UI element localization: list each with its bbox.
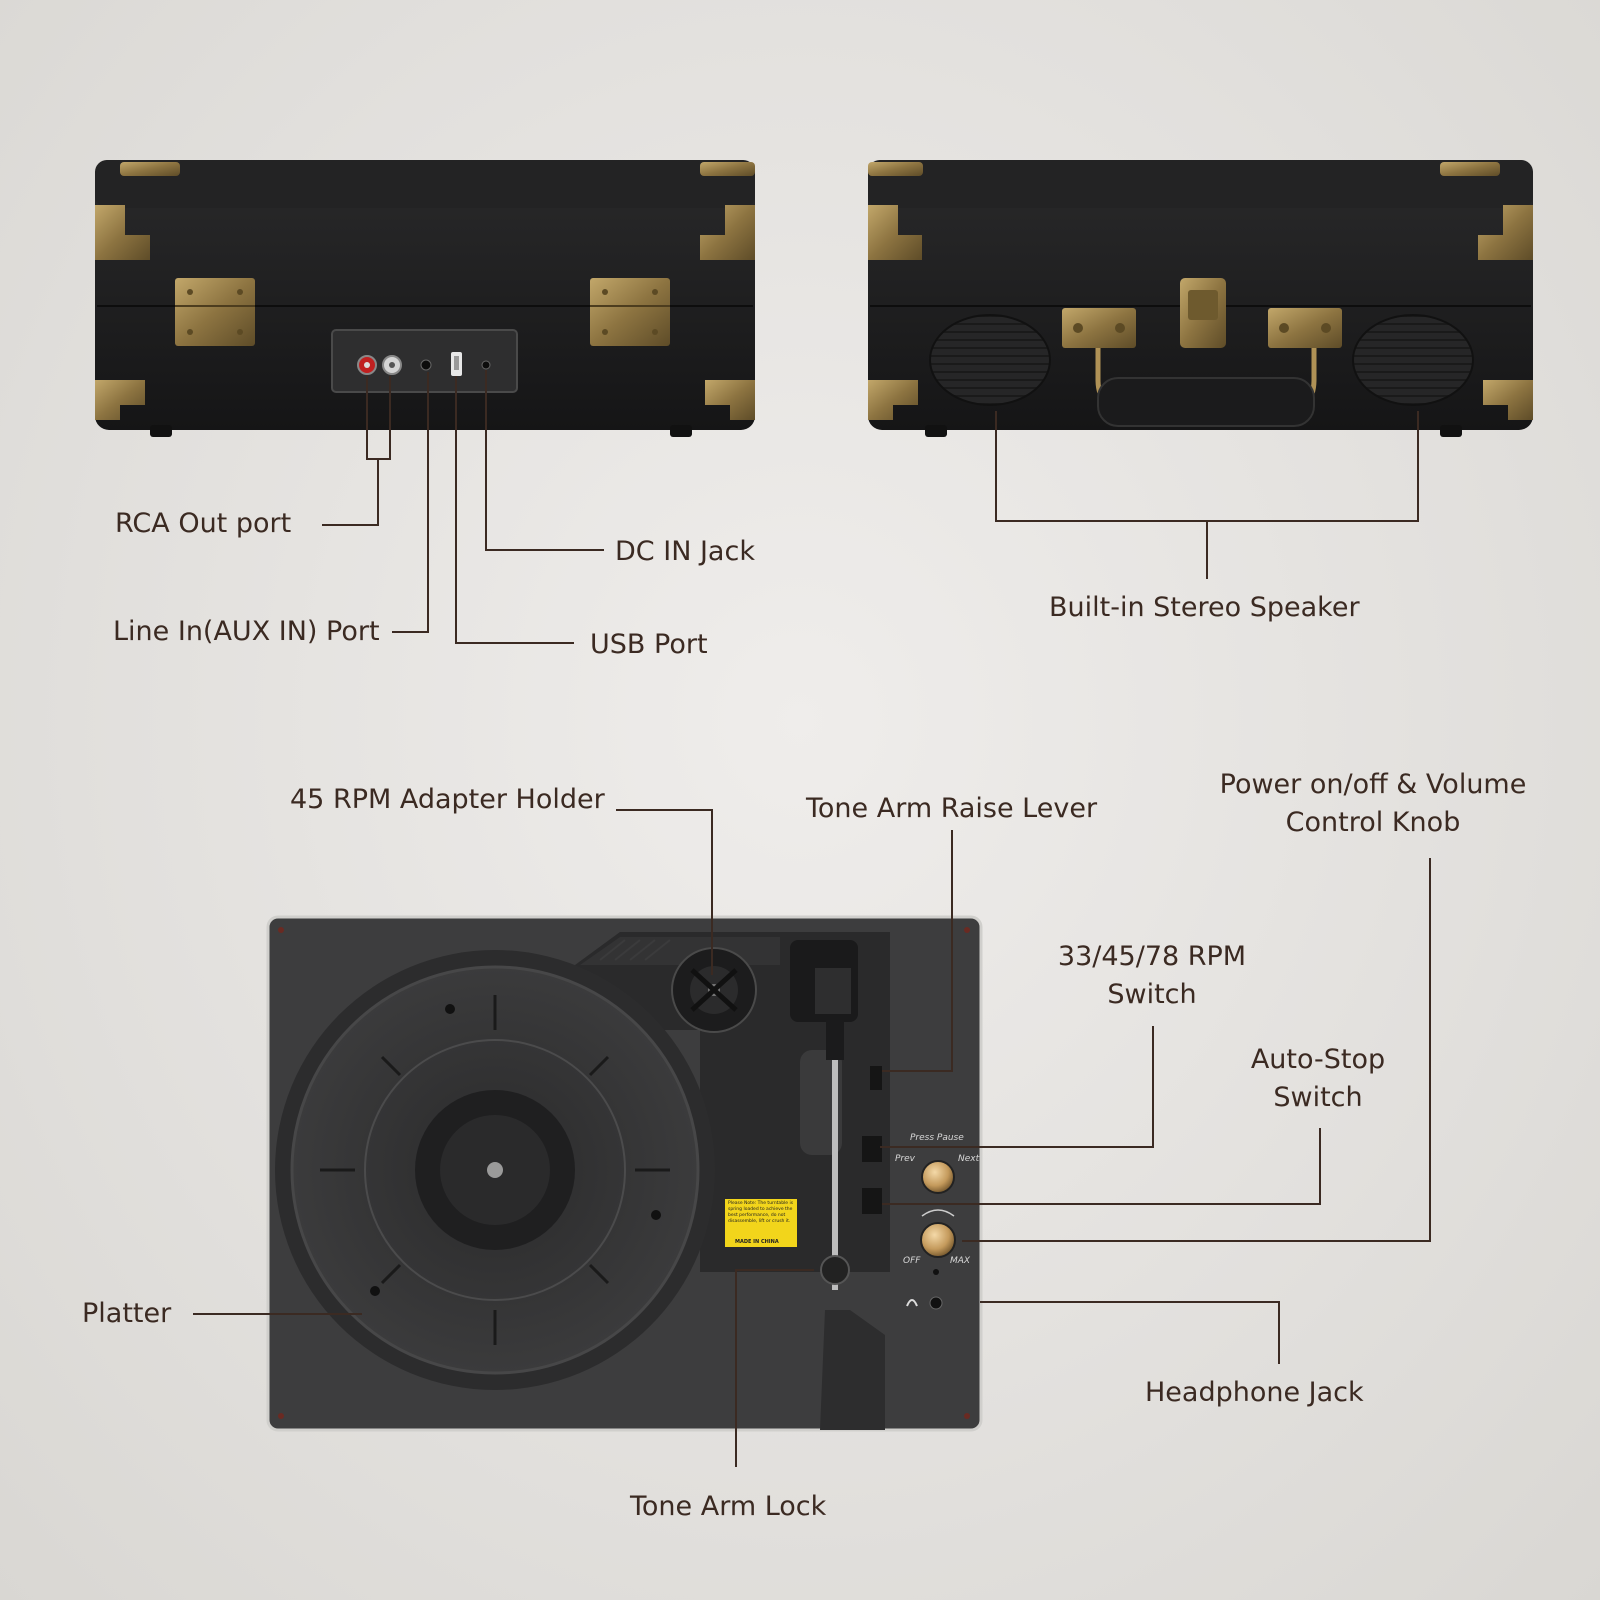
press-pause-text: Press Pause	[910, 1133, 964, 1143]
made-in-label: MADE IN CHINA	[735, 1239, 779, 1245]
turntable-top-view	[266, 915, 983, 1432]
label-usb-port: USB Port	[590, 629, 708, 660]
label-rpm-line2: Switch	[1107, 979, 1197, 1010]
case-front-view	[868, 160, 1533, 437]
label-platter: Platter	[82, 1298, 172, 1329]
label-autostop-line1: Auto-Stop	[1250, 1044, 1386, 1075]
off-text: OFF	[903, 1256, 921, 1266]
prev-text: Prev	[895, 1154, 915, 1164]
label-power-volume-line1: Power on/off & Volume	[1219, 769, 1527, 800]
label-tone-arm-raise-lever: Tone Arm Raise Lever	[806, 793, 1098, 824]
label-power-volume-line2: Control Knob	[1285, 807, 1461, 838]
label-rpm-line1: 33/45/78 RPM	[1057, 941, 1247, 972]
label-autostop-line2: Switch	[1273, 1082, 1363, 1113]
label-dc-in-jack: DC IN Jack	[615, 536, 755, 567]
max-text: MAX	[950, 1256, 971, 1266]
label-headphone-jack: Headphone Jack	[1145, 1377, 1364, 1408]
label-auto-stop-switch: Auto-Stop Switch	[1228, 1041, 1408, 1117]
next-text: Next	[958, 1154, 980, 1164]
label-rca-out-port: RCA Out port	[115, 508, 292, 539]
label-45rpm-adapter-holder: 45 RPM Adapter Holder	[290, 784, 605, 815]
warning-sticker: Please Note: The turntable is spring loa…	[725, 1199, 797, 1247]
label-rpm-switch: 33/45/78 RPM Switch	[1042, 938, 1262, 1014]
label-stereo-speaker: Built-in Stereo Speaker	[1049, 592, 1360, 623]
leader-lines	[193, 370, 1431, 1467]
label-power-volume-knob: Power on/off & Volume Control Knob	[1203, 766, 1543, 842]
label-line-in-port: Line In(AUX IN) Port	[113, 616, 380, 647]
warning-sticker-text: Please Note: The turntable is spring loa…	[728, 1201, 794, 1224]
case-back-view	[95, 160, 755, 437]
label-tone-arm-lock: Tone Arm Lock	[630, 1491, 827, 1522]
